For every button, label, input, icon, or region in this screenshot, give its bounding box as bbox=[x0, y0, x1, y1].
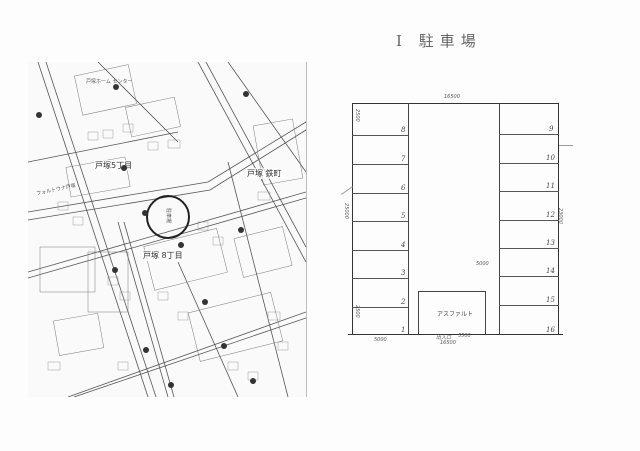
map-label-totsuka-5: 戸塚5丁目 bbox=[94, 160, 134, 171]
space-number: 11 bbox=[546, 182, 555, 190]
map-marker-icon bbox=[142, 210, 148, 216]
space-number: 4 bbox=[401, 241, 406, 249]
map-label-totsuka-tetsu: 戸塚 鉄町 bbox=[246, 168, 283, 179]
subject-property-circle bbox=[146, 195, 190, 239]
stall-divider bbox=[499, 220, 559, 221]
map-marker-icon bbox=[243, 91, 249, 97]
map-marker-icon bbox=[250, 378, 256, 384]
asphalt-label: アスファルト bbox=[437, 311, 474, 318]
stall-divider bbox=[352, 250, 408, 251]
location-map: 戸塚5丁目 戸塚 8丁目 戸塚 鉄町 フォルトウナ戸塚 戸塚ホーム センター 駐… bbox=[28, 62, 307, 397]
map-marker-icon bbox=[238, 227, 244, 233]
map-marker-icon bbox=[221, 343, 227, 349]
map-marker-icon bbox=[121, 165, 127, 171]
left-row-boundary bbox=[408, 103, 409, 335]
lot-frontage-line bbox=[348, 334, 563, 335]
dim-bottom-right: 5500 bbox=[458, 333, 471, 339]
stall-divider bbox=[352, 164, 408, 165]
space-number: 15 bbox=[546, 296, 555, 304]
space-number: 13 bbox=[546, 239, 555, 247]
dim-left-top: 2500 bbox=[354, 109, 360, 122]
plan-title: I 駐車場 bbox=[396, 32, 482, 50]
space-number: 8 bbox=[401, 126, 406, 134]
dim-top-width: 16500 bbox=[444, 94, 460, 100]
space-number: 16 bbox=[546, 326, 555, 334]
space-number: 2 bbox=[401, 298, 406, 306]
space-number: 12 bbox=[546, 211, 555, 219]
map-marker-icon bbox=[143, 347, 149, 353]
stall-divider bbox=[499, 191, 559, 192]
stall-divider bbox=[499, 163, 559, 164]
stall-divider bbox=[499, 134, 559, 135]
map-marker-icon bbox=[113, 84, 119, 90]
dim-left-bottom: 2500 bbox=[354, 305, 360, 318]
stall-divider bbox=[352, 221, 408, 222]
stall-divider bbox=[499, 248, 559, 249]
dim-left-height: 25000 bbox=[343, 203, 349, 219]
space-number: 10 bbox=[546, 154, 555, 162]
stall-divider bbox=[352, 307, 408, 308]
street-map-graphic bbox=[28, 62, 306, 397]
asphalt-area: アスファルト bbox=[418, 291, 486, 335]
space-number: 9 bbox=[549, 125, 554, 133]
map-marker-icon bbox=[178, 242, 184, 248]
space-number: 1 bbox=[401, 326, 406, 334]
map-label-home-center: 戸塚ホーム センター bbox=[86, 79, 133, 85]
map-marker-icon bbox=[202, 299, 208, 305]
dim-bottom-center: 16500 bbox=[440, 340, 456, 346]
stall-divider bbox=[499, 305, 559, 306]
entrance-label: 出入口 bbox=[436, 335, 452, 341]
stall-divider bbox=[352, 278, 408, 279]
space-number: 6 bbox=[401, 184, 406, 192]
stall-divider bbox=[352, 135, 408, 136]
map-marker-icon bbox=[112, 267, 118, 273]
space-number: 3 bbox=[401, 269, 406, 277]
right-row-boundary bbox=[499, 103, 500, 335]
stall-divider bbox=[499, 276, 559, 277]
map-marker-icon bbox=[168, 382, 174, 388]
dim-bottom-left: 5000 bbox=[374, 337, 387, 343]
stall-divider bbox=[352, 193, 408, 194]
dim-aisle: 5000 bbox=[476, 261, 489, 267]
space-number: 5 bbox=[401, 212, 406, 220]
leader-line bbox=[559, 145, 573, 146]
space-number: 7 bbox=[401, 155, 406, 163]
dim-right-height: 23000 bbox=[557, 208, 563, 224]
parking-layout: 8 7 6 5 4 3 2 1 9 10 11 12 13 14 15 16 ア… bbox=[343, 94, 563, 335]
map-label-totsuka-8: 戸塚 8丁目 bbox=[142, 250, 184, 261]
map-marker-icon bbox=[36, 112, 42, 118]
space-number: 14 bbox=[546, 267, 555, 275]
